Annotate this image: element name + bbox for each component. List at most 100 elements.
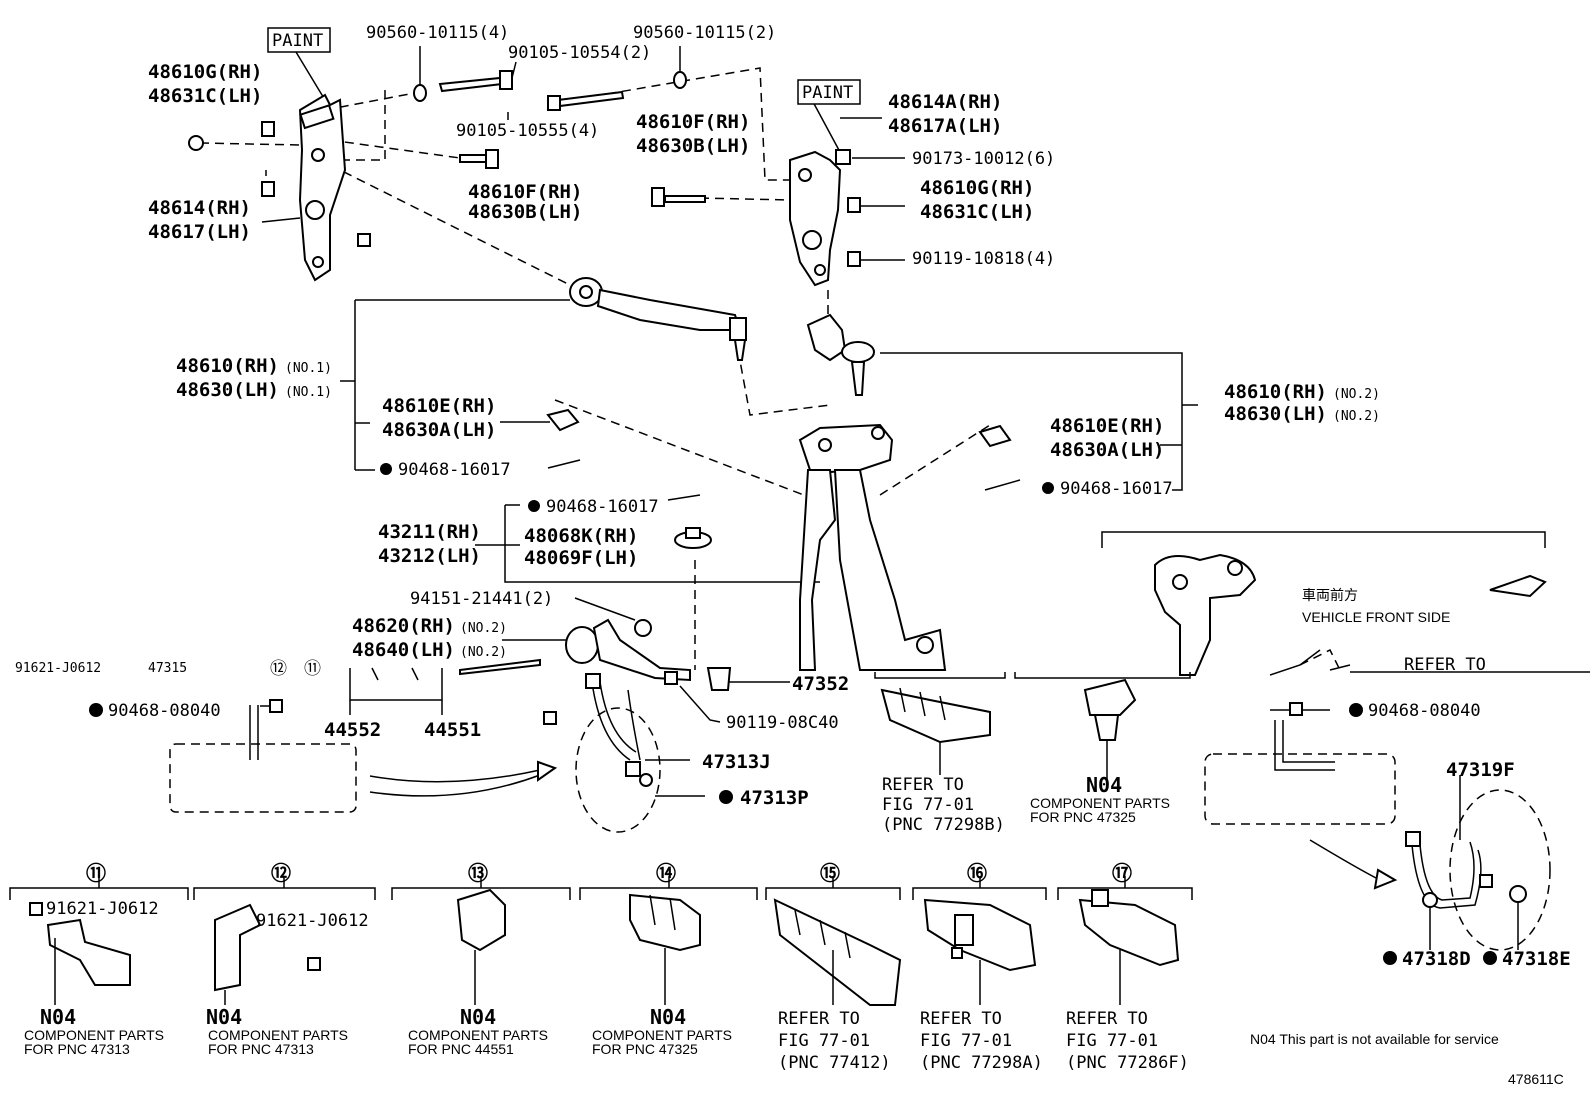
label-48610e-rh-right: 48610E(RH): [1050, 415, 1164, 437]
label-no1-a: (NO.1): [285, 361, 332, 376]
label-no2-d: (NO.2): [460, 645, 507, 660]
bullet-90468-c: [528, 500, 540, 512]
label-48620-rh: 48620(RH): [352, 615, 455, 637]
boots: [546, 408, 1021, 501]
label-90119-10818: 90119-10818(4): [912, 249, 1055, 269]
label-48610f-rh-right: 48610F(RH): [636, 111, 750, 133]
label-94151-21441: 94151-21441(2): [410, 589, 553, 609]
vehicle-front-en: VEHICLE FRONT SIDE: [1302, 609, 1450, 625]
fig-16: FIG 77-01: [920, 1031, 1012, 1051]
pnc-77286f: (PNC 77286F): [1066, 1053, 1189, 1073]
label-90560-10115-2: 90560-10115(2): [633, 23, 776, 43]
callout-15: ⑮: [820, 861, 840, 885]
callout-14: ⑭: [656, 861, 676, 885]
label-91621-j0612-a: 91621-J0612: [46, 899, 159, 919]
paint-label-left: PAINT: [267, 27, 331, 53]
callout-13: ⑬: [468, 861, 488, 885]
label-48614a-rh: 48614A(RH): [888, 91, 1002, 113]
refer-16: REFER TO: [920, 1009, 1002, 1029]
label-90468-08040-left: 90468-08040: [108, 701, 221, 721]
pnc-77298a: (PNC 77298A): [920, 1053, 1043, 1073]
label-90468-08040-right: 90468-08040: [1368, 701, 1481, 721]
label-no1-b: (NO.1): [285, 385, 332, 400]
label-48610-rh-no1: 48610(RH): [176, 355, 279, 377]
label-48614-rh: 48614(RH): [148, 197, 251, 219]
refer-mid-1: REFER TO: [882, 775, 964, 795]
label-48631c-lh: 48631C(LH): [148, 85, 262, 107]
vehicle-front-jp: 車両前方: [1302, 587, 1358, 603]
n04-14: N04: [650, 1005, 686, 1029]
label-48068k-rh: 48068K(RH): [524, 525, 638, 547]
fig-15: FIG 77-01: [778, 1031, 870, 1051]
label-no2-c: (NO.2): [460, 621, 507, 636]
brake-hose-left: [543, 673, 661, 833]
label-47313j: 47313J: [702, 751, 771, 773]
bullet-90468-b: [1042, 482, 1054, 494]
upper-arm-bracket-right: [789, 149, 861, 287]
bullet-47313p: [719, 790, 733, 804]
label-47318d: 47318D: [1402, 948, 1471, 970]
paint-text-2: PAINT: [802, 83, 853, 103]
label-90468-16017-a: 90468-16017: [398, 460, 511, 480]
label-48610e-rh-left: 48610E(RH): [382, 395, 496, 417]
label-48640-lh: 48640(LH): [352, 639, 455, 661]
callout-11: ⑪: [86, 861, 106, 885]
bullet-90468-08040-left: [89, 703, 103, 717]
label-47319f: 47319F: [1446, 759, 1515, 781]
label-no2-b: (NO.2): [1333, 409, 1380, 424]
label-no2-a: (NO.2): [1333, 387, 1380, 402]
upper-arm-no2: [806, 313, 875, 396]
label-43211-rh: 43211(RH): [378, 521, 481, 543]
upper-arm-no1: [569, 277, 747, 361]
label-48610f-rh-left: 48610F(RH): [468, 181, 582, 203]
n04-12: N04: [206, 1005, 242, 1029]
component-parts-13: COMPONENT PARTS: [408, 1027, 548, 1043]
refer-to-clipped: REFER TO: [1404, 655, 1486, 675]
label-48630b-lh-left: 48630B(LH): [468, 201, 582, 223]
refer-clamp-77298b: [880, 687, 991, 775]
nut-castle: [674, 527, 712, 549]
label-48610g-rh: 48610G(RH): [148, 61, 262, 83]
pnc-77412: (PNC 77412): [778, 1053, 891, 1073]
for-44551-13: FOR PNC 44551: [408, 1041, 514, 1057]
label-90105-10554: 90105-10554(2): [508, 43, 651, 63]
label-90468-16017-c: 90468-16017: [546, 497, 659, 517]
paint-label-right: PAINT: [797, 79, 861, 105]
label-44551: 44551: [424, 719, 481, 741]
inset-right: [874, 531, 1590, 951]
bottom-parts-drawings: [29, 888, 1180, 1006]
clipped-label-2: 47315: [148, 661, 187, 676]
callout-17: ⑰: [1112, 861, 1132, 885]
label-90173-10012: 90173-10012(6): [912, 149, 1055, 169]
label-90119-08c40: 90119-08C40: [726, 713, 839, 733]
label-47318e: 47318E: [1502, 948, 1571, 970]
component-parts-mid: COMPONENT PARTS: [1030, 795, 1170, 811]
lower-arm: [459, 618, 732, 691]
fig-17: FIG 77-01: [1066, 1031, 1158, 1051]
long-bolts-top: [357, 70, 706, 247]
component-47325-clip: [1083, 678, 1137, 780]
fig-mid-1: FIG 77-01: [882, 795, 974, 815]
bullet-47318e: [1483, 951, 1497, 965]
for-47313-11: FOR PNC 47313: [24, 1041, 130, 1057]
callout-11-top: ⑪: [304, 659, 321, 679]
label-48631c-lh-right: 48631C(LH): [920, 201, 1034, 223]
label-48617a-lh: 48617A(LH): [888, 115, 1002, 137]
label-48630-lh-no2: 48630(LH): [1224, 403, 1327, 425]
for-47325-14: FOR PNC 47325: [592, 1041, 698, 1057]
label-48630a-lh-right: 48630A(LH): [1050, 439, 1164, 461]
label-48069f-lh: 48069F(LH): [524, 547, 638, 569]
sensor-area-left: [169, 667, 558, 813]
refer-17: REFER TO: [1066, 1009, 1148, 1029]
label-48630-lh-no1: 48630(LH): [176, 379, 279, 401]
label-47313p: 47313P: [740, 787, 809, 809]
small-washers-left: [188, 71, 687, 197]
bullet-90468-a: [380, 463, 392, 475]
label-91621-j0612-b: 91621-J0612: [256, 911, 369, 931]
paint-text: PAINT: [272, 31, 323, 51]
component-parts-12: COMPONENT PARTS: [208, 1027, 348, 1043]
callout-12-top: ⑫: [270, 659, 287, 679]
bullet-47318d: [1383, 951, 1397, 965]
component-parts-14: COMPONENT PARTS: [592, 1027, 732, 1043]
